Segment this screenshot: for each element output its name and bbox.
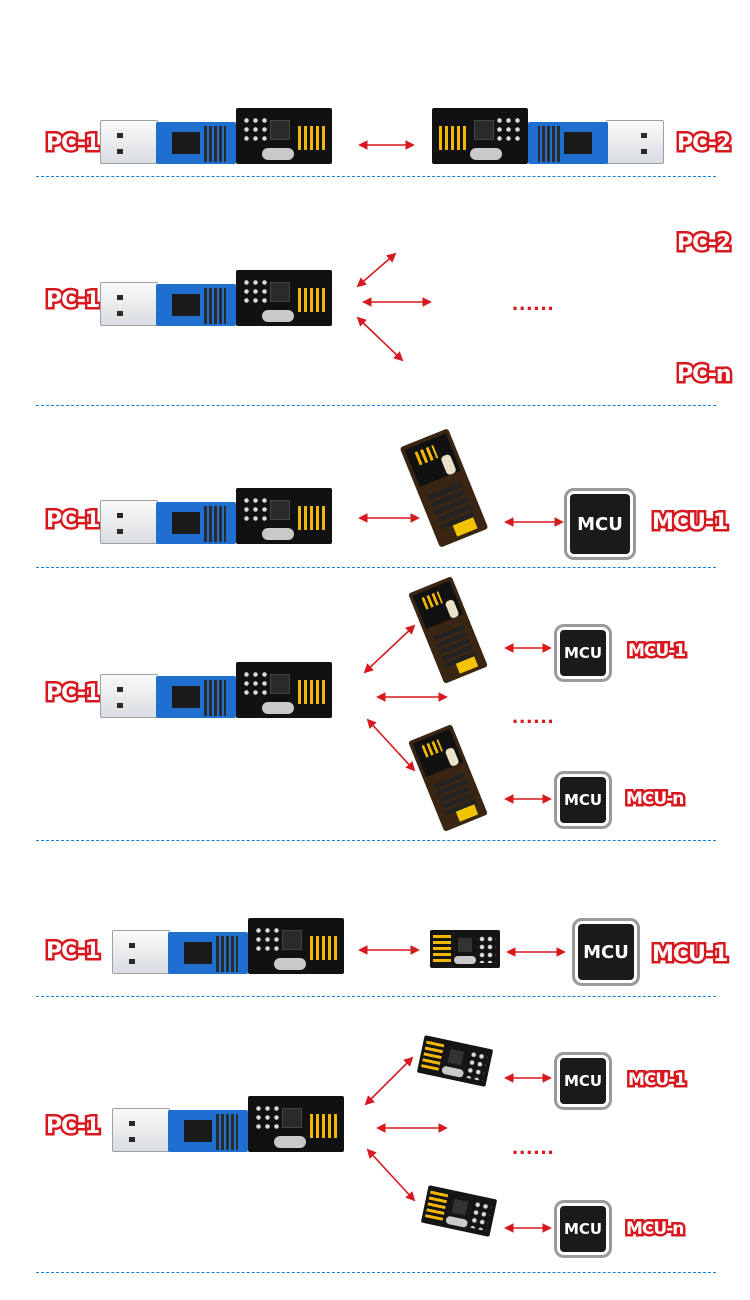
ellipsis: ...... xyxy=(512,703,555,728)
double-headed-arrow-icon xyxy=(366,718,416,772)
mcu-n-label: MCU-n xyxy=(623,788,686,810)
section-divider xyxy=(36,1272,716,1273)
pc-2-label: PC-2 xyxy=(674,130,733,157)
mcu-chip: MCU xyxy=(560,1206,606,1252)
section-divider xyxy=(36,840,716,841)
pc-1-label: PC-1 xyxy=(43,507,102,534)
usb-nrf-adapter xyxy=(112,1096,344,1152)
double-headed-arrow-icon xyxy=(356,252,397,288)
double-headed-arrow-icon xyxy=(364,1056,414,1106)
section-divider xyxy=(36,996,716,997)
mcu-1-label: MCU-1 xyxy=(649,941,730,968)
pc-1-label: PC-1 xyxy=(43,287,102,314)
usb-nrf-adapter xyxy=(100,488,332,544)
pc-1-label: PC-1 xyxy=(43,938,102,965)
pc-2-label: PC-2 xyxy=(674,230,733,257)
double-headed-arrow-icon xyxy=(366,1148,416,1202)
mcu-chip: MCU xyxy=(560,777,606,823)
mcu-chip: MCU xyxy=(570,494,630,554)
nrf-module xyxy=(430,930,500,968)
section-divider xyxy=(36,176,716,177)
mcu-chip: MCU xyxy=(578,924,634,980)
usb-nrf-adapter xyxy=(100,662,332,718)
usb-nrf-adapter xyxy=(100,108,332,164)
usb-nrf-adapter xyxy=(112,918,344,974)
mcu-1-label: MCU-1 xyxy=(625,1069,688,1091)
section-divider xyxy=(36,567,716,568)
pc-n-label: PC-n xyxy=(675,361,735,388)
ellipsis: ...... xyxy=(512,1134,555,1159)
section-divider xyxy=(36,405,716,406)
usb-nrf-adapter xyxy=(100,270,332,326)
double-headed-arrow-icon xyxy=(356,316,404,362)
mcu-1-label: MCU-1 xyxy=(625,640,688,662)
pc-1-label: PC-1 xyxy=(43,680,102,707)
double-headed-arrow-icon xyxy=(363,624,416,674)
mcu-n-label: MCU-n xyxy=(623,1218,686,1240)
mcu-chip: MCU xyxy=(560,630,606,676)
mcu-1-label: MCU-1 xyxy=(649,509,730,536)
pc-1-label: PC-1 xyxy=(43,130,102,157)
mcu-chip: MCU xyxy=(560,1058,606,1104)
pc-1-label: PC-1 xyxy=(43,1113,102,1140)
ellipsis: ...... xyxy=(512,290,555,315)
